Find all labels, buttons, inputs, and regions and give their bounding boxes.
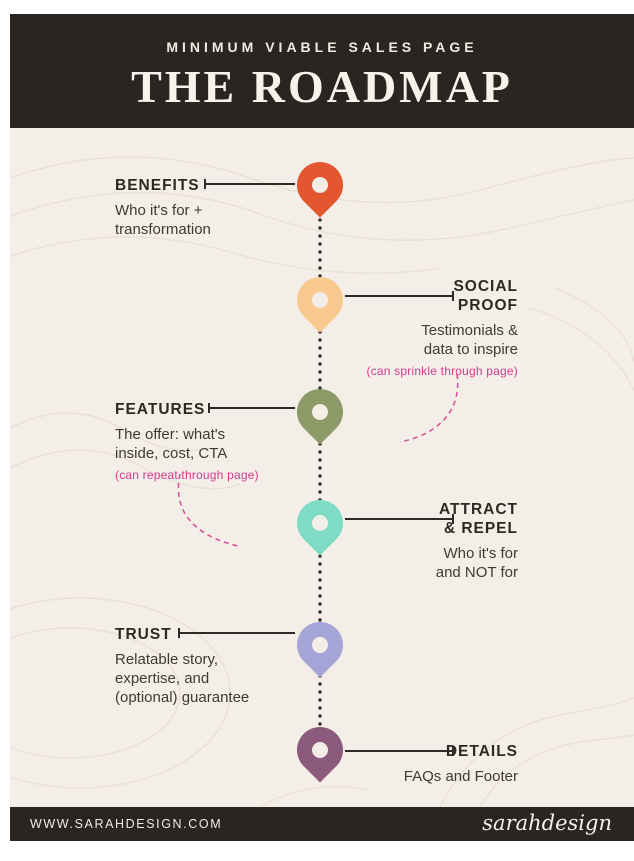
step-attract-repel: ATTRACT & REPEL Who it's for and NOT for: [332, 500, 518, 582]
header-band: MINIMUM VIABLE SALES PAGE THE ROADMAP: [10, 14, 634, 128]
step-label: DETAILS: [445, 743, 518, 760]
step-trust: TRUST Relatable story, expertise, and (o…: [115, 625, 300, 707]
connector-attract-repel: [345, 514, 454, 524]
step-social-proof: SOCIAL PROOF Testimonials & data to insp…: [332, 277, 519, 378]
connector-features: [208, 403, 295, 413]
connector-social-proof: [345, 291, 454, 301]
step-description: FAQs and Footer: [403, 768, 518, 785]
step-label: ATTRACT & REPEL: [438, 501, 518, 537]
page-title: THE ROADMAP: [131, 61, 513, 112]
step-note: (can sprinkle through page): [366, 364, 518, 378]
header-subtitle: MINIMUM VIABLE SALES PAGE: [166, 39, 478, 55]
footer-website: WWW.SARAHDESIGN.COM: [30, 817, 223, 831]
roadmap-poster: MINIMUM VIABLE SALES PAGE THE ROADMAP: [10, 14, 634, 841]
brand-logo: sarahdesign: [482, 811, 612, 835]
topographic-texture: [10, 156, 634, 807]
connector-details: [345, 746, 454, 756]
footer-band: WWW.SARAHDESIGN.COM sarahdesign: [10, 807, 634, 841]
step-note: (can repeat through page): [115, 468, 259, 482]
step-label: FEATURES: [115, 401, 206, 418]
timeline-dotted-line: [318, 184, 322, 759]
connector-trust: [178, 628, 295, 638]
step-description: Who it's for + transformation: [115, 202, 211, 238]
step-details: DETAILS FAQs and Footer: [332, 742, 518, 786]
step-description: The offer: what's inside, cost, CTA: [115, 426, 228, 462]
step-label: TRUST: [115, 626, 172, 643]
step-description: Who it's for and NOT for: [435, 545, 518, 581]
step-features: FEATURES The offer: what's inside, cost,…: [115, 400, 300, 482]
step-description: Relatable story, expertise, and (optiona…: [115, 651, 250, 706]
step-label: SOCIAL PROOF: [453, 278, 518, 314]
step-label: BENEFITS: [115, 177, 200, 194]
connector-benefits: [204, 179, 295, 189]
timeline-body: BENEFITS Who it's for + transformation S…: [10, 128, 634, 807]
step-description: Testimonials & data to inspire: [421, 322, 518, 358]
step-benefits: BENEFITS Who it's for + transformation: [115, 176, 300, 239]
